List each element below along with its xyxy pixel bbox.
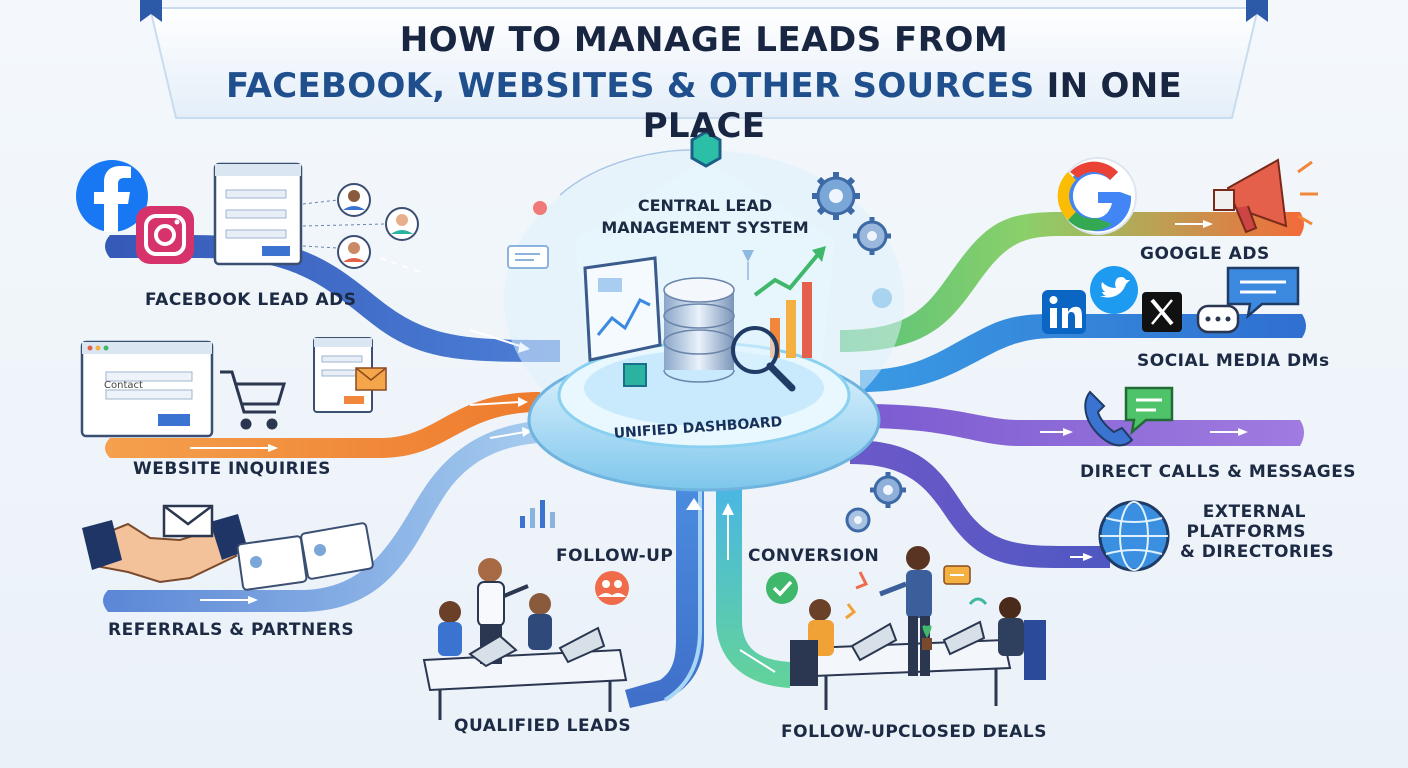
message-bubble-icon xyxy=(1124,386,1174,436)
message-card-icon xyxy=(507,245,549,269)
qualified-leads-team-scene xyxy=(422,500,628,720)
title-ribbon xyxy=(140,0,1268,119)
path-website xyxy=(105,392,540,458)
gear-icon xyxy=(870,472,906,508)
mail-envelope-icon xyxy=(162,504,214,538)
phone-icon xyxy=(1084,390,1134,447)
closed-deals-team-scene xyxy=(790,546,1046,710)
title-line-2: FACEBOOK, WEBSITES & OTHER SOURCES IN ON… xyxy=(170,66,1238,146)
hub-title: CENTRAL LEAD MANAGEMENT SYSTEM xyxy=(575,195,835,239)
form-field-text: Contact xyxy=(104,380,143,391)
label-website-inquiries: WEBSITE INQUIRIES xyxy=(133,459,331,479)
path-social xyxy=(860,314,1306,392)
title-banner: HOW TO MANAGE LEADS FROM FACEBOOK, WEBSI… xyxy=(170,6,1238,146)
downflow-qualified xyxy=(625,478,704,708)
website-browser-icon xyxy=(80,340,214,438)
downflow-conversion xyxy=(708,480,790,688)
linkedin-logo-icon xyxy=(1042,290,1086,334)
title-line-1: HOW TO MANAGE LEADS FROM xyxy=(399,20,1009,60)
label-facebook-lead-ads: FACEBOOK LEAD ADS xyxy=(145,290,357,310)
lead-form-window-icon xyxy=(213,162,303,266)
magnifier-icon xyxy=(731,326,796,392)
label-google-ads: GOOGLE ADS xyxy=(1140,244,1270,264)
database-icon xyxy=(663,277,735,383)
dashboard-screen-icon xyxy=(583,256,662,362)
path-calls xyxy=(860,404,1304,446)
central-hub xyxy=(504,130,904,492)
cube-icon xyxy=(623,363,647,387)
label-follow-up-stage: FOLLOW-UP xyxy=(556,546,674,566)
x-logo-icon xyxy=(1142,292,1182,332)
label-social-media-dms: SOCIAL MEDIA DMs xyxy=(1137,351,1330,371)
instagram-logo-icon xyxy=(136,206,194,264)
title-line-2-sources: FACEBOOK, WEBSITES & OTHER SOURCES xyxy=(226,66,1035,106)
label-external-line-1: EXTERNAL xyxy=(1202,502,1306,522)
megaphone-icon xyxy=(1213,158,1318,234)
label-qualified-leads: QUALIFIED LEADS xyxy=(454,716,632,736)
label-direct-calls-messages: DIRECT CALLS & MESSAGES xyxy=(1080,462,1357,482)
google-logo-icon xyxy=(1057,157,1137,235)
follow-up-badge-icon xyxy=(595,571,629,605)
facebook-logo-icon xyxy=(76,160,148,232)
path-referrals xyxy=(103,420,560,612)
label-follow-up-bottom: FOLLOW-UP xyxy=(781,722,899,742)
label-referrals-partners: REFERRALS & PARTNERS xyxy=(108,620,355,640)
shopping-cart-icon xyxy=(220,370,287,430)
label-external-platforms: EXTERNAL PLATFORMS & DIRECTORIES xyxy=(1180,502,1335,562)
gear-icon xyxy=(853,217,891,255)
globe-icon xyxy=(1098,500,1170,572)
lead-avatars-icon xyxy=(302,183,419,269)
hub-title-line-2: MANAGEMENT SYSTEM xyxy=(601,218,809,237)
label-conversion-stage: CONVERSION xyxy=(748,546,880,566)
gear-icon xyxy=(845,507,871,533)
label-closed-deals: CLOSED DEALS xyxy=(898,722,1047,742)
chat-bubble-icon xyxy=(1196,266,1300,334)
hexagon-icon xyxy=(690,130,722,168)
contact-cards-icon xyxy=(236,522,374,591)
hub-title-line-1: CENTRAL LEAD xyxy=(637,196,773,215)
label-external-line-2: PLATFORMS xyxy=(1186,522,1306,542)
gear-icon xyxy=(812,172,860,220)
dot-icon xyxy=(533,201,547,215)
label-external-line-3: & DIRECTORIES xyxy=(1180,542,1335,562)
path-external xyxy=(850,440,1110,568)
conversion-check-icon xyxy=(766,572,798,604)
twitter-logo-icon xyxy=(1090,266,1138,314)
dot-icon xyxy=(872,288,892,308)
title-line-2-place: IN ONE PLACE xyxy=(642,66,1182,146)
inquiry-window-icon xyxy=(313,337,387,413)
